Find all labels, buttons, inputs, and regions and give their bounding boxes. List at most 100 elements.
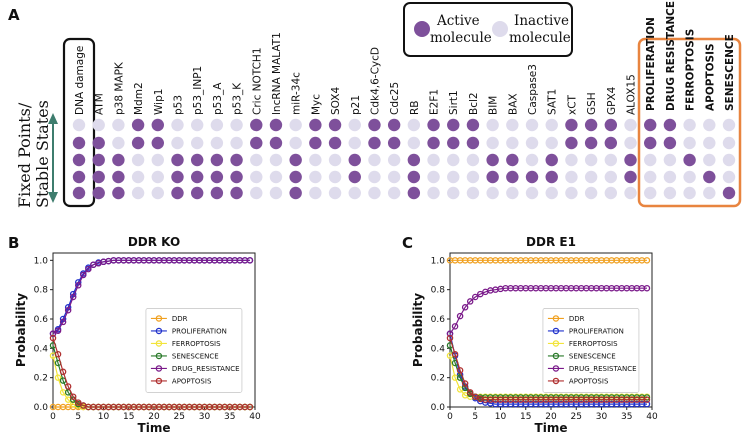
- ko-point-apoptosis: [64, 383, 72, 390]
- state-1-mir-34c-dot: [289, 118, 302, 132]
- column-label-p21: p21: [350, 95, 362, 115]
- ko-legend-label-ddr: DDR: [172, 315, 188, 323]
- state-4-caspase3-dot: [525, 170, 539, 184]
- e1-point-drug-resistance: [477, 290, 484, 298]
- e1-point-apoptosis: [643, 396, 651, 403]
- state-3-atm-dot: [92, 153, 105, 167]
- e1-legend-marker-senescence: [552, 352, 560, 360]
- e1-y-tick-label: 0.2: [431, 374, 445, 384]
- state-2-cdk4-6-cycd-dot: [368, 136, 381, 150]
- ko-y-tick-label: 0.8: [34, 286, 49, 296]
- e1-point-apoptosis: [446, 334, 454, 342]
- e1-y-tick-label: 0.0: [431, 403, 446, 413]
- ko-point-ferroptosis: [54, 374, 62, 381]
- state-1-p53-inp1-dot: [190, 118, 204, 132]
- state-3-sox4-dot: [328, 153, 342, 167]
- e1-legend: DDRPROLIFERATIONFERROPTOSISSENESCENCEDRU…: [542, 308, 640, 393]
- state-4-cdk4-6-cycd-dot: [368, 170, 381, 184]
- state-5-gsh-dot: [584, 186, 598, 200]
- e1-x-tick-label: 35: [621, 412, 632, 422]
- column-label-bim: BIM: [488, 96, 500, 115]
- state-1-bcl2-dot: [466, 118, 480, 132]
- legend-active-line2: molecule: [430, 30, 492, 46]
- ko-point-drug-resistance: [85, 265, 92, 273]
- state-5-mir-34c-dot: [289, 186, 302, 200]
- state-5-e2f1-dot: [427, 186, 440, 200]
- state-4-gsh-dot: [584, 170, 598, 184]
- state-3-rb-dot: [407, 153, 421, 167]
- ko-point-apoptosis: [246, 403, 254, 411]
- e1-x-tick-label: 40: [646, 412, 658, 422]
- e1-point-apoptosis: [456, 367, 464, 374]
- state-5-dna-damage-dot: [72, 186, 86, 200]
- e1-legend-label-proliferation: PROLIFERATION: [569, 327, 624, 335]
- ko-point-apoptosis: [59, 368, 67, 376]
- column-label-gsh: GSH: [586, 92, 598, 115]
- state-4-senescence-dot: [722, 170, 736, 184]
- ko-x-tick-label: 35: [224, 412, 235, 422]
- e1-x-tick-label: 25: [571, 412, 582, 422]
- ko-point-drug-resistance: [54, 327, 62, 334]
- state-1-mdm2-dot: [131, 118, 145, 132]
- state-1-e2f1-dot: [427, 118, 440, 132]
- state-3-apoptosis-dot: [703, 153, 716, 167]
- state-1-apoptosis-dot: [703, 118, 716, 132]
- panel-letter-a: A: [8, 6, 20, 24]
- e1-point-ddr: [643, 257, 651, 264]
- ko-legend-box: [145, 308, 243, 393]
- legend-inactive-line2: molecule: [509, 30, 571, 46]
- state-2-lncrna-malat1-dot: [269, 136, 283, 150]
- ko-legend-marker-ddr: [155, 315, 163, 322]
- grid-y-label-line2: Stable States: [33, 100, 52, 208]
- state-1-gpx4-dot: [604, 118, 618, 132]
- e1-point-drug-resistance: [456, 312, 464, 320]
- state-5-bax-dot: [506, 186, 519, 200]
- state-4-alox15-dot: [624, 170, 637, 184]
- state-2-dna-damage-dot: [72, 136, 86, 150]
- state-3-e2f1-dot: [427, 153, 440, 167]
- state-3-gpx4-dot: [604, 153, 618, 167]
- ko-title: DDR KO: [128, 235, 180, 249]
- state-3-bim-dot: [486, 153, 499, 167]
- state-4-cric-notch1-dot: [250, 170, 263, 184]
- state-2-rb-dot: [407, 136, 421, 150]
- state-3-p53-a-dot: [210, 153, 224, 167]
- state-4-apoptosis-dot: [703, 170, 716, 184]
- state-4-p53-k-dot: [230, 170, 243, 184]
- state-2-caspase3-dot: [525, 136, 539, 150]
- ko-point-apoptosis: [54, 350, 62, 358]
- ko-point-apoptosis: [49, 334, 57, 342]
- e1-legend-marker-proliferation: [552, 327, 560, 335]
- state-4-rb-dot: [407, 170, 421, 184]
- e1-y-tick-label: 1.0: [431, 256, 446, 266]
- ko-x-tick-label: 15: [123, 412, 134, 422]
- state-2-cdc25-dot: [387, 136, 401, 150]
- state-4-atm-dot: [92, 170, 105, 184]
- state-5-cric-notch1-dot: [250, 186, 263, 200]
- ko-legend-marker-senescence: [155, 352, 163, 360]
- ko-legend-label-senescence: SENESCENCE: [172, 352, 219, 360]
- ko-point-drug-resistance: [49, 330, 57, 337]
- e1-point-apoptosis: [451, 350, 459, 358]
- state-2-p53-inp1-dot: [190, 136, 204, 150]
- state-4-xct-dot: [565, 170, 578, 184]
- ko-x-tick-label: 25: [174, 412, 185, 422]
- ko-y-tick-label: 0.0: [34, 403, 49, 413]
- state-3-sat1-dot: [545, 153, 558, 167]
- e1-legend-marker-drug-resistance: [552, 365, 560, 372]
- e1-y-tick-label: 0.6: [431, 315, 446, 325]
- state-2-p38-mapk-dot: [112, 136, 125, 150]
- e1-legend-label-ferroptosis: FERROPTOSIS: [569, 340, 618, 348]
- column-label-dna-damage: DNA damage: [74, 46, 86, 115]
- state-4-bax-dot: [506, 170, 519, 184]
- state-3-mdm2-dot: [131, 153, 145, 167]
- state-2-xct-dot: [565, 136, 578, 150]
- state-4-mir-34c-dot: [289, 170, 302, 184]
- state-1-sat1-dot: [545, 118, 558, 132]
- state-5-lncrna-malat1-dot: [269, 186, 283, 200]
- ko-x-tick-label: 10: [98, 412, 110, 422]
- state-4-myc-dot: [309, 170, 322, 184]
- state-4-p21-dot: [348, 170, 361, 184]
- e1-x-tick-label: 15: [520, 412, 531, 422]
